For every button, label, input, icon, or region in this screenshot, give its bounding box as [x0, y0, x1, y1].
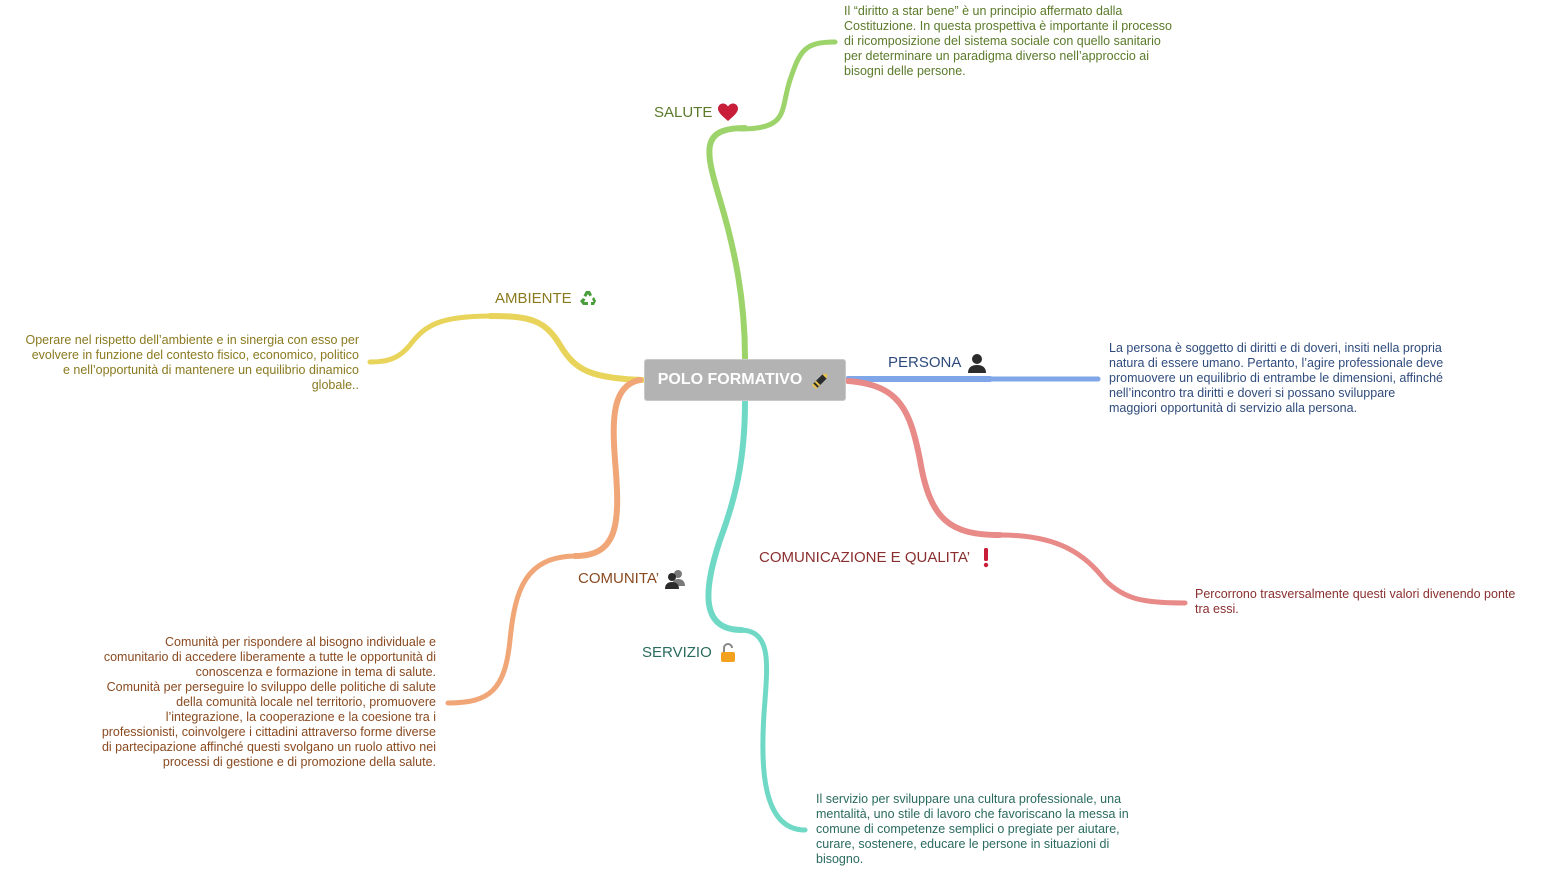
servizio-label: SERVIZIO — [642, 644, 712, 661]
comunicazione-subbranch-line — [997, 532, 1188, 606]
recycle-icon — [577, 288, 599, 310]
ambiente-branch-line — [487, 313, 645, 383]
ambiente-label: AMBIENTE — [495, 290, 572, 307]
comunita-label: COMUNITA’ — [578, 570, 660, 587]
comunita-branch-line — [572, 377, 643, 559]
salute-description: Il “diritto a star bene” è un principio … — [844, 4, 1172, 78]
comunicazione-label: COMUNICAZIONE E QUALITA’ — [759, 549, 971, 566]
comunita-subbranch-line — [445, 553, 580, 706]
pencil-icon — [810, 369, 832, 391]
central-topic[interactable]: POLO FORMATIVO — [645, 360, 845, 400]
comunita-description: Comunità per rispondere al bisogno indiv… — [101, 635, 436, 769]
servizio-branch-line — [705, 399, 748, 633]
ambiente-description: Operare nel rispetto dell’ambiente e in … — [25, 333, 359, 392]
salute-branch-line — [706, 125, 748, 361]
salute-label: SALUTE — [654, 104, 713, 121]
comunita-topic[interactable]: COMUNITA’ — [578, 568, 686, 590]
servizio-description: Il servizio per sviluppare una cultura p… — [816, 792, 1129, 866]
persona-label: PERSONA — [888, 354, 962, 371]
comunicazione-description: Percorrono trasversalmente questi valori… — [1195, 587, 1516, 616]
persona-topic[interactable]: PERSONA — [888, 352, 988, 374]
ambiente-subbranch-line — [367, 313, 495, 365]
comunicazione-branch-line — [845, 378, 1003, 538]
comunicazione-topic[interactable]: COMUNICAZIONE E QUALITA’ — [759, 547, 997, 569]
servizio-subbranch-line — [737, 627, 808, 833]
exclamation-icon — [975, 547, 997, 569]
servizio-topic[interactable]: SERVIZIO — [642, 642, 739, 664]
group-icon — [664, 568, 686, 590]
heart-icon — [717, 102, 739, 124]
ambiente-topic[interactable]: AMBIENTE — [495, 288, 599, 310]
salute-subbranch-line — [737, 39, 838, 132]
unlock-icon — [717, 642, 739, 664]
persona-description: La persona è soggetto di diritti e di do… — [1109, 341, 1444, 415]
person-icon — [966, 352, 988, 374]
salute-topic[interactable]: SALUTE — [654, 102, 739, 124]
central-topic-title: POLO FORMATIVO — [657, 371, 803, 388]
